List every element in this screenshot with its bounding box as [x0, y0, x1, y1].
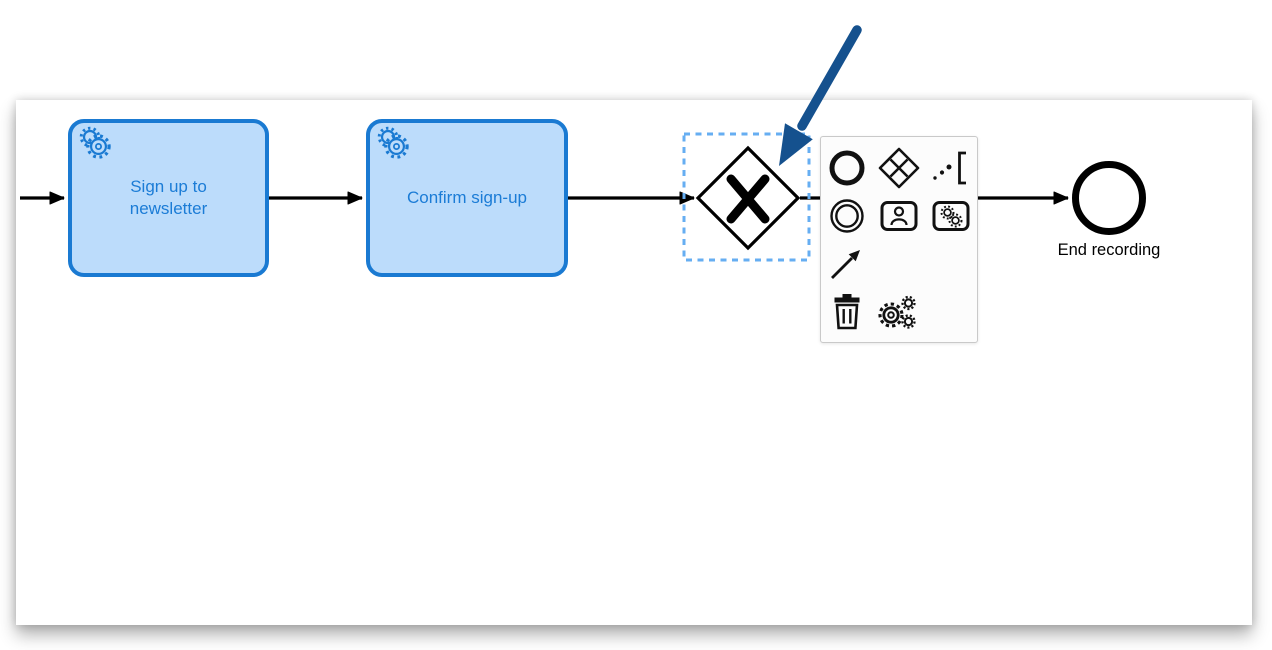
end-event-label: End recording [1057, 241, 1161, 259]
exclusive-gateway[interactable] [695, 145, 801, 251]
gears-icon [878, 295, 916, 329]
context-pad-append-intermediate-event[interactable] [821, 192, 873, 240]
callout-arrow-icon [779, 25, 862, 166]
service-task-gears-icon [79, 126, 111, 159]
service-task-gears-icon [377, 126, 409, 159]
end-event[interactable] [1072, 161, 1146, 235]
context-pad-empty-cell [925, 288, 977, 336]
gateway-x-marker [726, 174, 770, 224]
task-sign-up-to-newsletter[interactable]: Sign up to newsletter [68, 119, 269, 277]
text-annotation-icon [933, 151, 966, 185]
trash-icon [834, 294, 860, 330]
context-pad-empty-cell [925, 240, 977, 288]
context-pad-empty-cell [873, 240, 925, 288]
gateway-icon [878, 147, 920, 189]
intermediate-event-icon [830, 199, 864, 233]
context-pad-append-text-annotation[interactable] [925, 144, 977, 192]
selection-outline [682, 132, 811, 262]
user-task-icon [880, 201, 918, 231]
context-pad-connect-tool[interactable] [821, 240, 873, 288]
context-pad-append-user-task[interactable] [873, 192, 925, 240]
task-label: Confirm sign-up [407, 188, 527, 208]
context-pad-delete[interactable] [821, 288, 873, 336]
task-label: Sign up to newsletter [129, 177, 208, 218]
context-pad-append-end-event[interactable] [821, 144, 873, 192]
end-event-icon [829, 150, 865, 186]
connect-arrow-icon [831, 250, 860, 279]
service-task-icon [932, 201, 970, 231]
context-pad-change-element[interactable] [873, 288, 925, 336]
context-pad-append-gateway[interactable] [873, 144, 925, 192]
context-pad-append-service-task[interactable] [925, 192, 977, 240]
context-pad [820, 136, 978, 343]
task-confirm-sign-up[interactable]: Confirm sign-up [366, 119, 568, 277]
